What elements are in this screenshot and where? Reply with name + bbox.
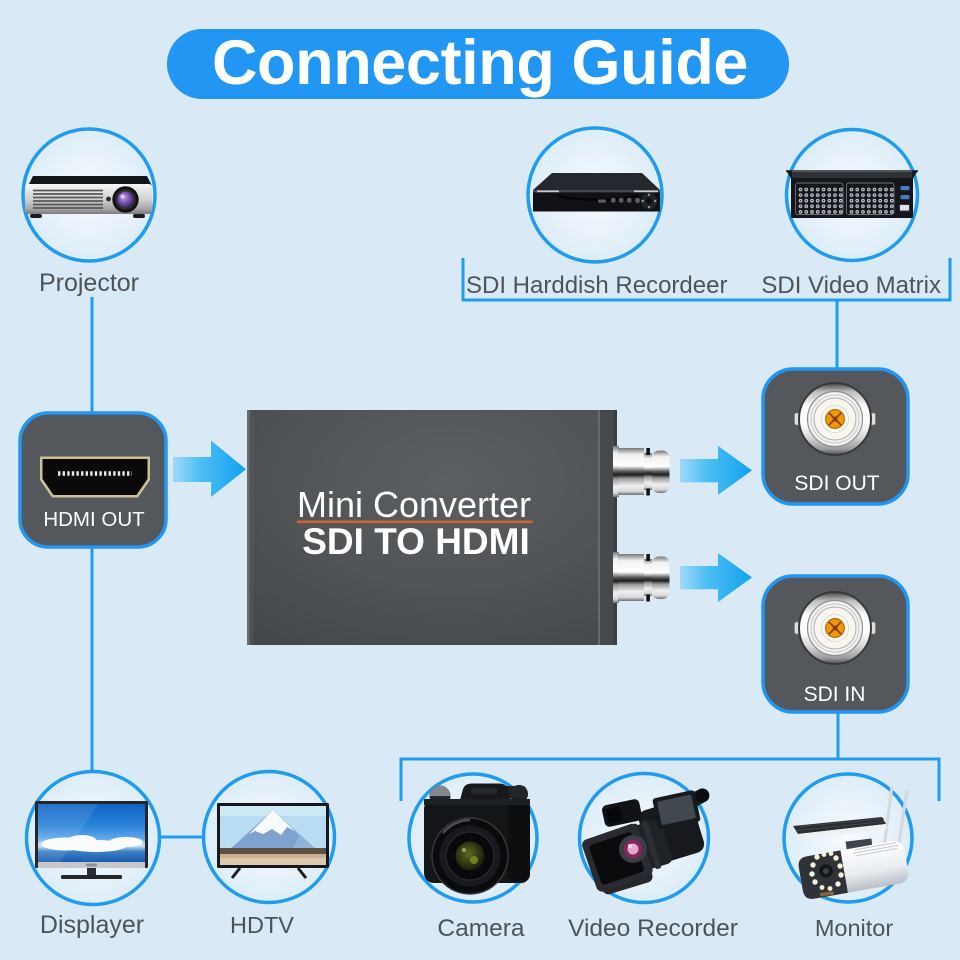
svg-text:Camera: Camera (437, 915, 525, 942)
svg-text:Mini Converter: Mini Converter (297, 484, 531, 525)
svg-text:HDMI OUT: HDMI OUT (43, 508, 145, 531)
svg-text:SDI Harddish Recordeer: SDI Harddish Recordeer (466, 272, 727, 299)
svg-text:Monitor: Monitor (815, 915, 894, 941)
svg-text:SDI IN: SDI IN (804, 683, 866, 706)
svg-text:HDTV: HDTV (230, 912, 294, 938)
svg-text:Projector: Projector (39, 269, 139, 297)
svg-text:SDI TO HDMI: SDI TO HDMI (302, 521, 530, 562)
svg-text:Video Recorder: Video Recorder (568, 915, 738, 942)
svg-text:Displayer: Displayer (40, 911, 144, 939)
svg-text:Connecting Guide: Connecting Guide (212, 28, 748, 98)
svg-text:SDI Video Matrix: SDI Video Matrix (761, 272, 941, 299)
svg-text:SDI OUT: SDI OUT (794, 472, 879, 495)
